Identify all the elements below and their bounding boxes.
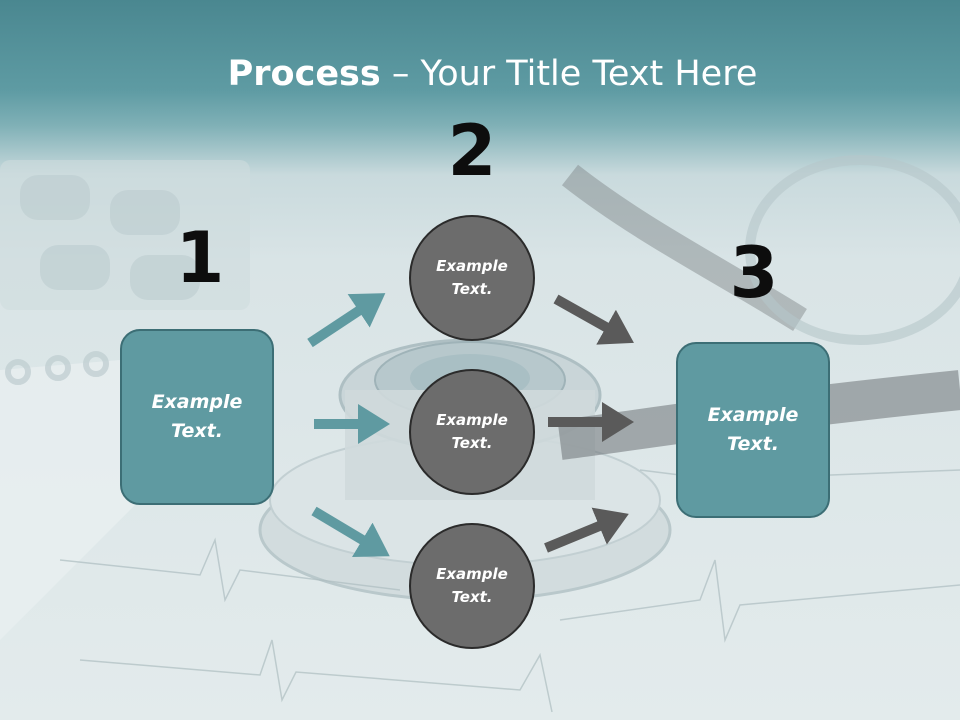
circle-top: Example Text.	[409, 215, 535, 341]
step-number-3: 3	[729, 232, 779, 314]
arrow-to-bottom	[311, 506, 390, 557]
arrow-to-top	[307, 293, 386, 348]
step-3-box: Example Text.	[676, 342, 830, 518]
step-1-box: Example Text.	[120, 329, 274, 505]
circle-top-label: Example Text.	[436, 257, 508, 298]
arrow-from-bottom	[544, 507, 629, 553]
circle-middle: Example Text.	[409, 369, 535, 495]
title-bold: Process	[227, 54, 381, 94]
step-number-1: 1	[175, 217, 225, 299]
arrow-from-top	[553, 294, 634, 345]
circle-bottom: Example Text.	[409, 523, 535, 649]
slide-title: Process – Your Title Text Here	[0, 52, 960, 96]
step-number-2: 2	[447, 110, 497, 192]
title-rest: – Your Title Text Here	[380, 54, 758, 94]
circle-middle-label: Example Text.	[436, 411, 508, 452]
step-1-label: Example Text.	[151, 391, 243, 442]
step-3-label: Example Text.	[707, 404, 799, 455]
circle-bottom-label: Example Text.	[436, 565, 508, 606]
